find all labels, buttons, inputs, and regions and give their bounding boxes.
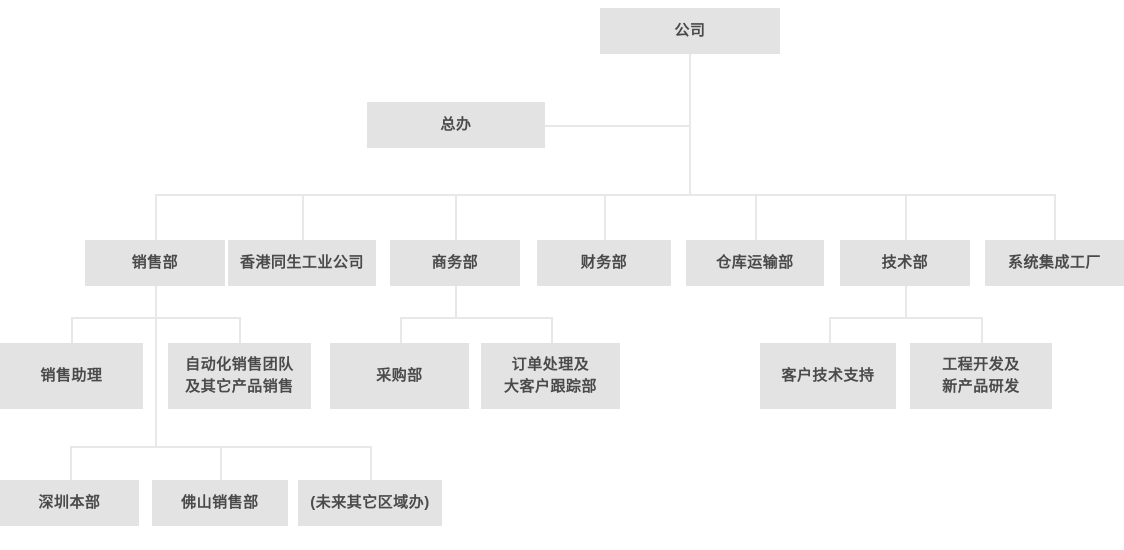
connector-drop-future-regional <box>370 446 372 480</box>
connector-trunk-tech-down <box>905 286 907 317</box>
node-tech-dept[interactable]: 技术部 <box>840 240 970 286</box>
connector-trunk-business-down <box>455 286 457 317</box>
connector-drop-business-dept <box>455 194 457 240</box>
connector-bus-business-children <box>400 317 551 319</box>
node-shenzhen-hq[interactable]: 深圳本部 <box>0 480 139 526</box>
node-customer-support[interactable]: 客户技术支持 <box>760 343 896 409</box>
connector-drop-warehouse-dept <box>755 194 757 240</box>
node-sales-dept[interactable]: 销售部 <box>85 240 225 286</box>
connector-drop-purchasing-dept <box>400 317 402 343</box>
node-hk-tongsheng[interactable]: 香港同生工业公司 <box>228 240 376 286</box>
node-warehouse-dept[interactable]: 仓库运输部 <box>686 240 824 286</box>
node-sales-assistant[interactable]: 销售助理 <box>0 343 143 409</box>
connector-drop-sales-assistant <box>71 317 73 343</box>
node-future-regional[interactable]: (未来其它区域办) <box>298 480 442 526</box>
node-engineering-rd[interactable]: 工程开发及 新产品研发 <box>910 343 1052 409</box>
connector-trunk-company-down <box>689 54 691 194</box>
connector-drop-foshan-sales <box>220 446 222 480</box>
connector-stub-general-office <box>545 125 691 127</box>
connector-drop-system-factory <box>1054 194 1056 240</box>
node-company[interactable]: 公司 <box>600 8 780 54</box>
connector-trunk-sales-dept-down <box>155 286 157 448</box>
node-auto-sales-team[interactable]: 自动化销售团队 及其它产品销售 <box>168 343 311 409</box>
connector-drop-tech-dept <box>905 194 907 240</box>
connector-drop-order-key-acct <box>551 317 553 343</box>
connector-drop-engineering-rd <box>981 317 983 343</box>
connector-drop-finance-dept <box>604 194 606 240</box>
node-purchasing-dept[interactable]: 采购部 <box>330 343 469 409</box>
connector-bus-sales-children <box>71 317 240 319</box>
connector-drop-sales-dept <box>155 194 157 240</box>
node-general-office[interactable]: 总办 <box>367 102 545 148</box>
node-system-factory[interactable]: 系统集成工厂 <box>985 240 1124 286</box>
connector-drop-shenzhen-hq <box>70 446 72 480</box>
connector-drop-auto-sales-team <box>239 317 241 343</box>
connector-drop-hk-tongsheng <box>302 194 304 240</box>
node-order-key-acct[interactable]: 订单处理及 大客户跟踪部 <box>481 343 620 409</box>
connector-drop-customer-support <box>829 317 831 343</box>
node-business-dept[interactable]: 商务部 <box>390 240 520 286</box>
node-foshan-sales[interactable]: 佛山销售部 <box>152 480 288 526</box>
node-finance-dept[interactable]: 财务部 <box>537 240 671 286</box>
connector-bus-tech-children <box>829 317 981 319</box>
